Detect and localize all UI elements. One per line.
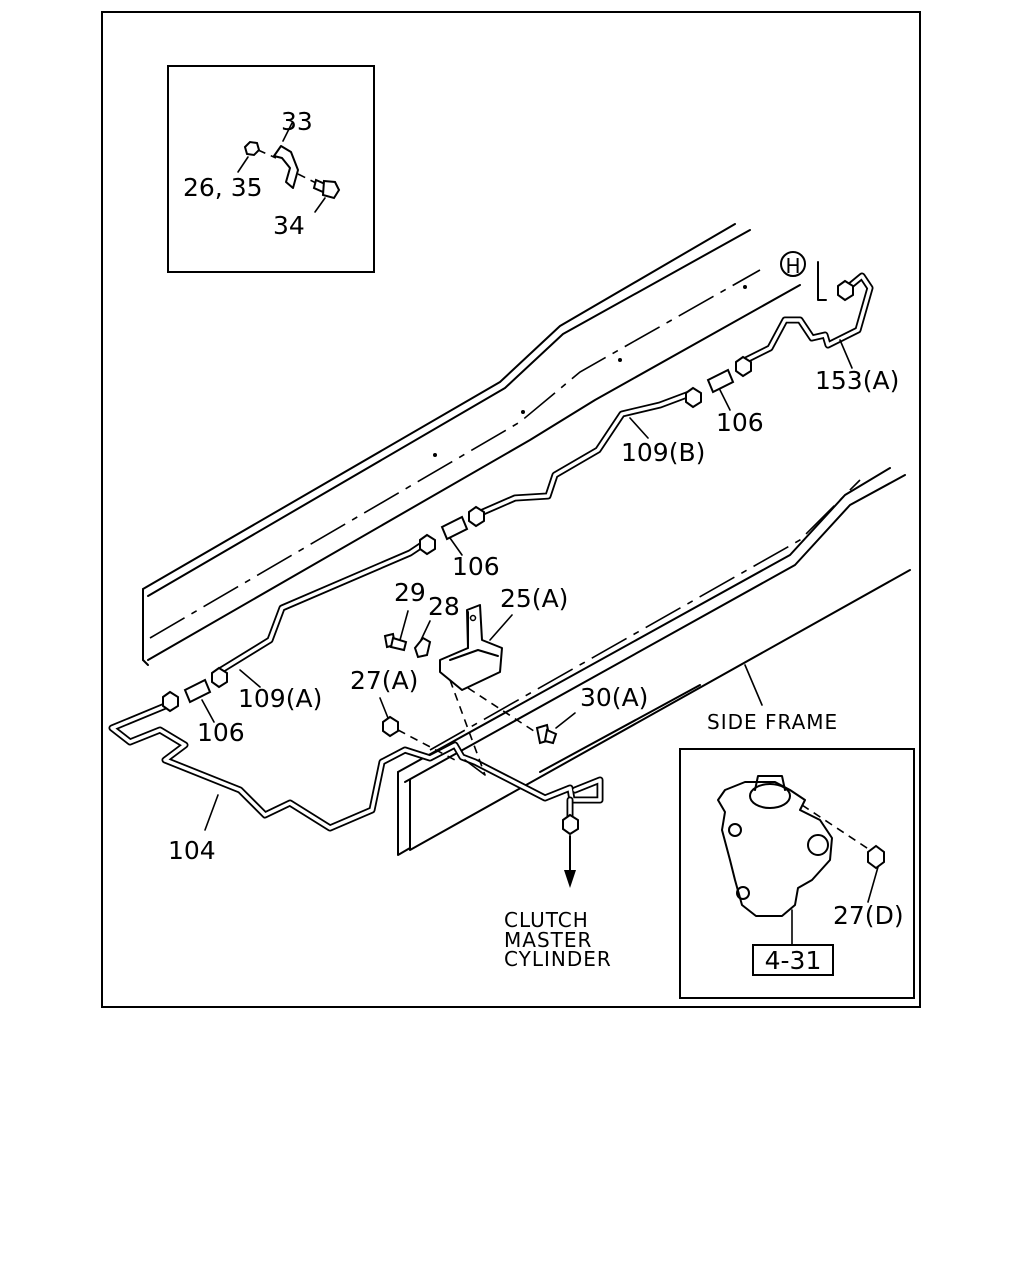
pipe-153a — [738, 261, 874, 366]
union-fitting-106-mid — [440, 515, 469, 541]
nut-icon — [685, 386, 702, 409]
label-cylinder: CYLINDER — [504, 947, 612, 971]
label-27a: 27(A) — [350, 666, 418, 695]
label-30a: 30(A) — [580, 683, 648, 712]
clip-28 — [413, 636, 432, 659]
label-109b: 109(B) — [621, 438, 705, 467]
label-27d: 27(D) — [833, 901, 904, 930]
label-109a: 109(A) — [238, 684, 322, 713]
inset-steering-box: 4-31 — [679, 748, 915, 999]
bolt-icon — [312, 178, 341, 200]
label-33: 33 — [281, 107, 313, 136]
lower-frame-rail — [397, 467, 911, 856]
leader-lines — [201, 339, 881, 946]
nut-icon — [735, 355, 752, 378]
label-clutch: CLUTCH — [504, 908, 589, 932]
label-28: 28 — [428, 592, 460, 621]
nut-icon — [867, 844, 885, 870]
label-153a: 153(A) — [815, 366, 899, 395]
bolt-icon — [535, 723, 558, 745]
reference-box[interactable] — [752, 944, 834, 976]
nut-icon — [837, 279, 854, 302]
label-29: 29 — [394, 578, 426, 607]
nut-icon — [468, 505, 485, 528]
upper-frame-rail — [142, 223, 801, 666]
bolt-icon — [383, 632, 408, 652]
label-106-top: 106 — [716, 408, 764, 437]
inset-detail-clip — [167, 65, 375, 273]
reference-h-marker[interactable]: H — [780, 251, 806, 278]
label-106-left: 106 — [197, 718, 245, 747]
label-34: 34 — [273, 211, 305, 240]
nut-icon — [382, 715, 399, 738]
label-master: MASTER — [504, 928, 592, 952]
reference-box-label: 4-31 — [765, 946, 822, 975]
bracket-25a — [383, 604, 558, 776]
fittings — [162, 279, 854, 836]
label-side-frame: SIDE FRAME — [707, 710, 838, 734]
nut-icon — [562, 813, 579, 836]
nut-icon — [162, 690, 179, 713]
union-fitting-106-top — [706, 368, 735, 394]
label-25a: 25(A) — [500, 584, 568, 613]
label-104: 104 — [168, 836, 216, 865]
down-arrow-icon — [564, 835, 576, 888]
nut-icon — [243, 140, 261, 157]
nut-icon — [211, 666, 228, 689]
label-106-mid: 106 — [452, 552, 500, 581]
label-26-35: 26, 35 — [183, 173, 263, 202]
nut-icon — [419, 533, 436, 556]
pipe-104 — [108, 700, 604, 832]
pipe-109b — [472, 389, 696, 519]
reference-h-label: H — [785, 254, 800, 278]
diagram-border — [101, 11, 921, 1008]
pipe-109a — [214, 539, 429, 676]
union-fitting-106-left — [183, 678, 212, 704]
